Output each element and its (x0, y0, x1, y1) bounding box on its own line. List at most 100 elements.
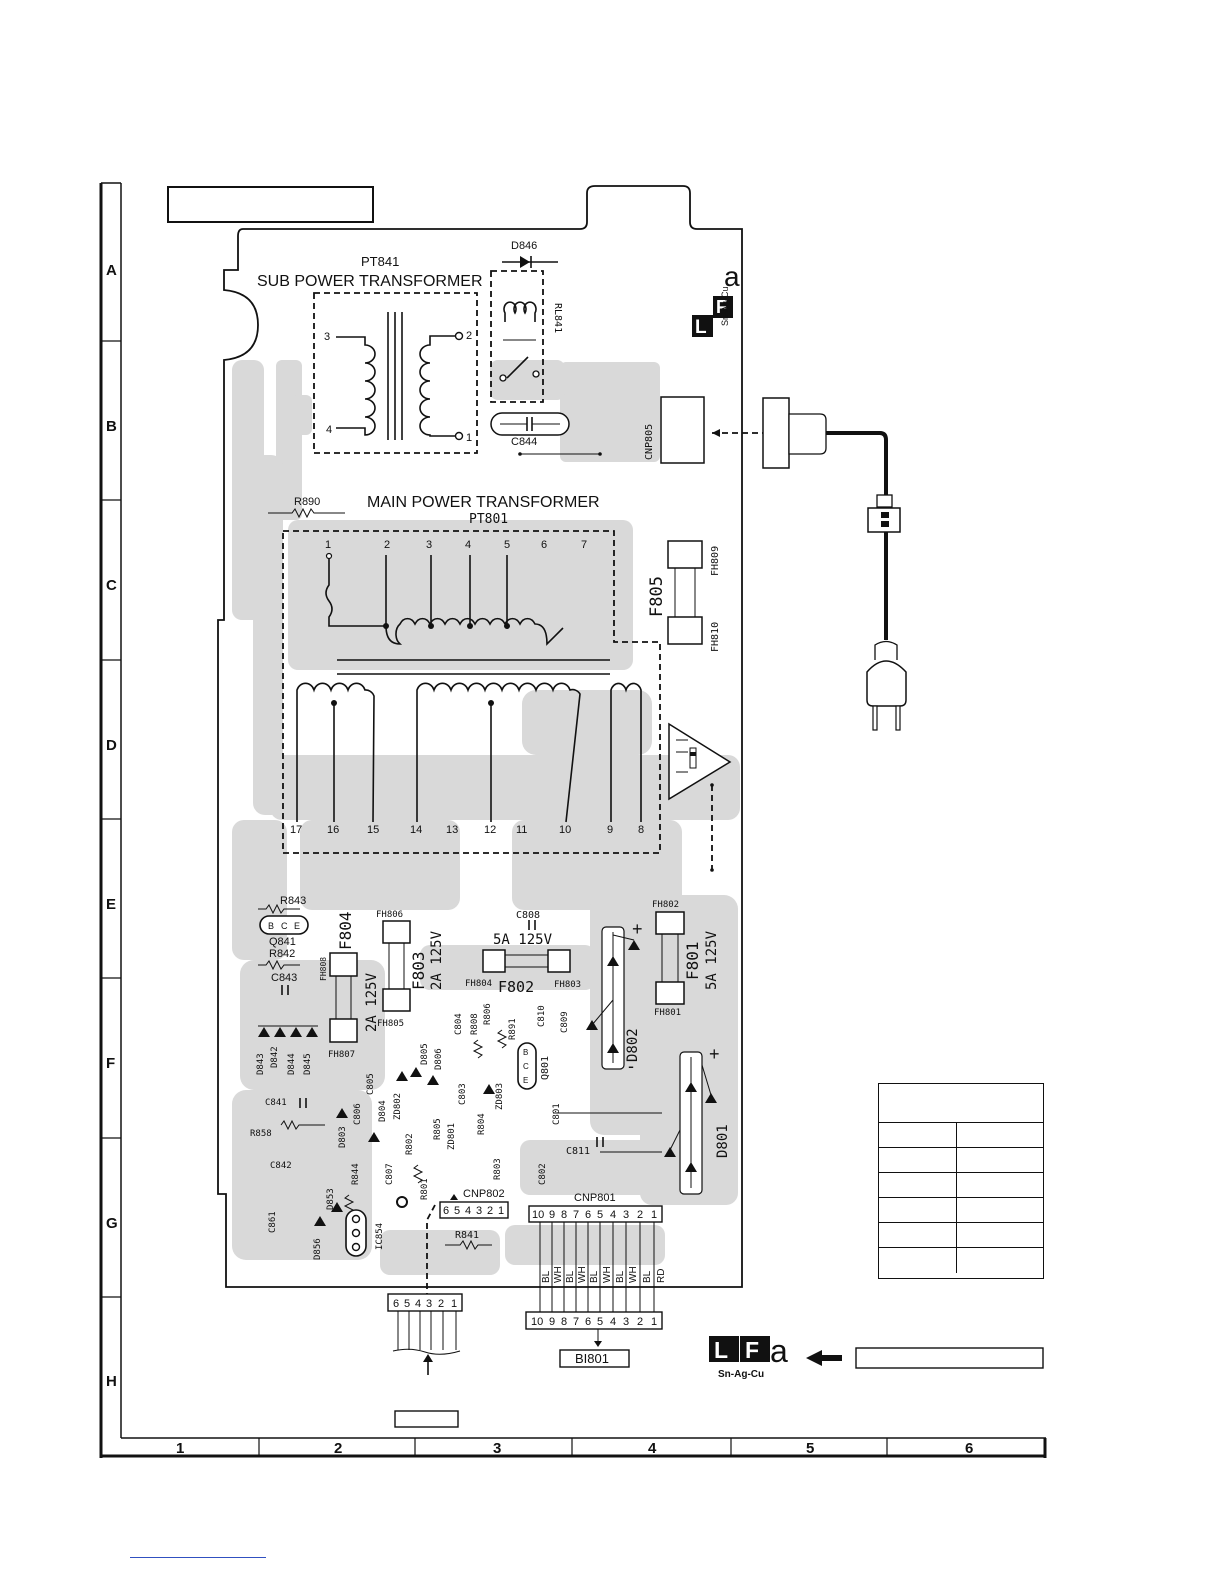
r806-label: R806 (483, 1003, 493, 1025)
r843-label: R843 (280, 895, 306, 907)
legend-table-header (879, 1084, 1043, 1123)
r803-label: R803 (493, 1158, 503, 1180)
mate801-pin-5: 5 (597, 1316, 603, 1328)
ic854-label: IC854 (375, 1223, 385, 1250)
bi801-box (559, 1349, 630, 1368)
pt801-pin-4: 4 (465, 539, 471, 551)
c802-label: C802 (538, 1163, 548, 1185)
mate802-pin-4: 4 (415, 1298, 421, 1310)
fh803-holder (547, 949, 571, 973)
legend-table-row (879, 1223, 1043, 1248)
mate801-pin-1: 1 (651, 1316, 657, 1328)
cnp802-pin-3: 3 (476, 1205, 482, 1217)
legend-table-row (879, 1198, 1043, 1223)
lfa-logo-board: L F a Sn-Ag-Cu (692, 261, 740, 338)
title-box (167, 186, 374, 223)
r841-label: R841 (455, 1230, 479, 1241)
c804-label: C804 (454, 1013, 464, 1035)
fh801-label: FH801 (654, 1008, 681, 1018)
d802-minus: - (628, 1056, 634, 1076)
rl841-outline (490, 270, 544, 403)
footer-link-underline[interactable] (130, 1557, 266, 1558)
r801-label: R801 (420, 1178, 430, 1200)
wire-color-4: BL (615, 1270, 626, 1283)
q841-pin-e: E (294, 921, 300, 931)
wire-color-3: WH (628, 1266, 639, 1283)
cnp801-pin-6: 6 (585, 1209, 591, 1221)
cnp801-label: CNP801 (574, 1192, 616, 1204)
pt801-pin-8: 8 (638, 824, 644, 836)
fh804-label: FH804 (465, 979, 492, 989)
cnp801-pin-2: 2 (637, 1209, 643, 1221)
row-label-d: D (106, 737, 117, 754)
d845-label: D845 (303, 1053, 313, 1075)
power-cord-plug-housing (762, 397, 790, 469)
c841-label: C841 (265, 1098, 287, 1108)
svg-text:F: F (745, 1337, 759, 1363)
d802-label: D802 (625, 1028, 641, 1062)
mate801-pin-6: 6 (585, 1316, 591, 1328)
d803-label: D803 (338, 1126, 348, 1148)
legend-table-row (879, 1148, 1043, 1173)
pt841-pin-4: 4 (326, 424, 332, 436)
wire-color-10: BL (541, 1270, 552, 1283)
d842-label: D842 (270, 1046, 280, 1068)
cnp802-pin-6: 6 (443, 1205, 449, 1217)
destination-box-empty (394, 1410, 459, 1428)
row-label-a: A (106, 262, 117, 279)
pt801-pin-14: 14 (410, 824, 422, 836)
fh807-holder (329, 1018, 358, 1043)
cnp801-pin-1: 1 (651, 1209, 657, 1221)
cnp802-pin-1: 1 (498, 1205, 504, 1217)
f803-label: F803 (409, 951, 428, 990)
pt801-pin-15: 15 (367, 824, 379, 836)
q801-pin-b: B (523, 1048, 528, 1057)
c805-label: C805 (366, 1073, 376, 1095)
pt801-pin-7: 7 (581, 539, 587, 551)
sub-power-transformer: PT841 SUB POWER TRANSFORMER 3 4 2 1 (257, 254, 483, 454)
row-label-g: G (106, 1215, 118, 1232)
fh808-label: FH808 (319, 957, 328, 981)
rl841-label: RL841 (552, 303, 563, 333)
c808-label: C808 (516, 910, 540, 921)
zd802-label: ZD802 (393, 1093, 403, 1120)
wire-color-5: WH (602, 1266, 613, 1283)
warning-triangle (668, 722, 732, 872)
c861-label: C861 (268, 1211, 278, 1233)
fh808-holder (329, 952, 358, 977)
cnp805-area: CNP805 (644, 396, 763, 464)
r858-label: R858 (250, 1129, 272, 1139)
power-cord-cable (826, 431, 888, 640)
c843-label: C843 (271, 972, 297, 984)
r808-label: R808 (470, 1013, 480, 1035)
d846-diode (520, 256, 530, 268)
c806-label: C806 (353, 1103, 363, 1125)
d802-bridge: + - D802 (586, 919, 643, 1076)
wire-color-2: BL (642, 1270, 653, 1283)
svg-text:a: a (724, 261, 740, 292)
col-label-1: 1 (176, 1440, 184, 1457)
pt801-pin-17: 17 (290, 824, 302, 836)
d853-label: D853 (326, 1188, 336, 1210)
pt841-outline (313, 292, 478, 454)
mate802-pin-6: 6 (393, 1298, 399, 1310)
wire-color-1: RD (656, 1269, 667, 1283)
relay-rl841-area: D846 RL841 C844 (490, 240, 602, 456)
r891-label: R891 (508, 1018, 518, 1040)
cnp802-pin-2: 2 (487, 1205, 493, 1217)
zd803-label: ZD803 (495, 1083, 505, 1110)
f804-label: F804 (336, 911, 355, 950)
r805-label: R805 (433, 1118, 443, 1140)
row-label-b: B (106, 418, 117, 435)
mate801-pin-4: 4 (610, 1316, 616, 1328)
cnp802-pin-4: 4 (465, 1205, 471, 1217)
cnp802-pin-5: 5 (454, 1205, 460, 1217)
pt801-pin-3: 3 (426, 539, 432, 551)
column-labels: 1 2 3 4 5 6 (176, 1440, 973, 1457)
col-label-5: 5 (806, 1440, 814, 1457)
f805-fuse: F805 FH809 FH810 (647, 540, 721, 652)
cnp801-pin-3: 3 (623, 1209, 629, 1221)
f801-label: F801 (683, 941, 702, 980)
d806-label: D806 (434, 1048, 444, 1070)
